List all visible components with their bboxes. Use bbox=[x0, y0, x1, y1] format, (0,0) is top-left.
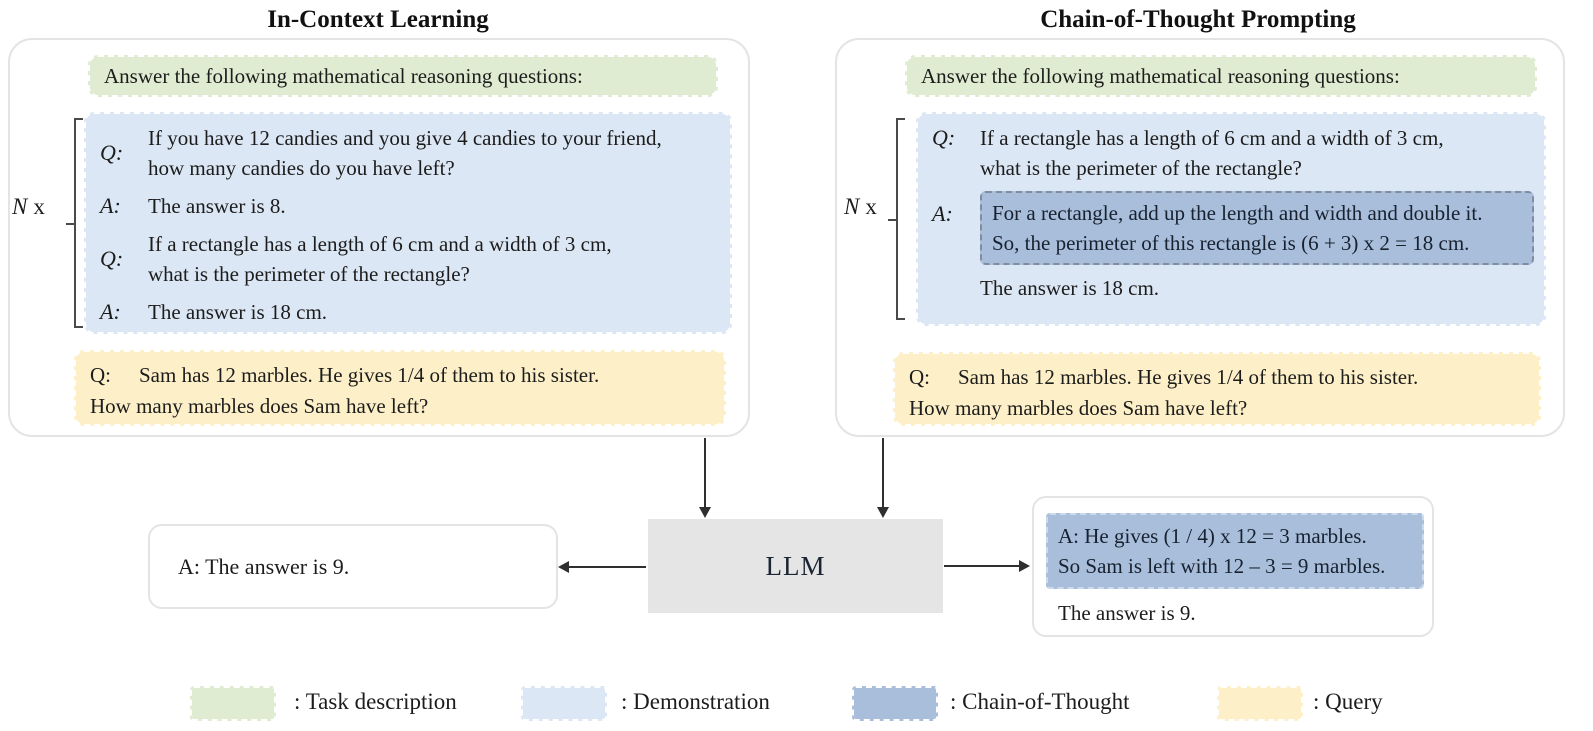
answer-text: The answer is 18 cm. bbox=[148, 300, 328, 324]
cot-task-description-text: Answer the following mathematical reason… bbox=[921, 63, 1400, 88]
cot-output-box: A: He gives (1 / 4) x 12 = 3 marbles. So… bbox=[1032, 496, 1434, 637]
question-label: Q: bbox=[100, 246, 124, 271]
icl-output-text: A: The answer is 9. bbox=[178, 553, 350, 579]
legend-item-query: : Query bbox=[1217, 686, 1437, 722]
query-line1: Sam has 12 marbles. He gives 1/4 of them… bbox=[958, 365, 1419, 389]
icl-task-description-text: Answer the following mathematical reason… bbox=[104, 63, 583, 88]
task-description-swatch bbox=[190, 686, 276, 721]
icl-task-description-box: Answer the following mathematical reason… bbox=[88, 55, 718, 97]
llm-label: LLM bbox=[765, 550, 826, 581]
query-line1: Sam has 12 marbles. He gives 1/4 of them… bbox=[139, 363, 600, 387]
cot-query-box: Q: Sam has 12 marbles. He gives 1/4 of th… bbox=[893, 352, 1541, 426]
query-label: Q: bbox=[909, 365, 930, 389]
icl-repeat-bracket bbox=[66, 118, 83, 328]
icl-query-box: Q: Sam has 12 marbles. He gives 1/4 of th… bbox=[74, 350, 726, 426]
left-panel-title: In-Context Learning bbox=[267, 6, 489, 33]
chain-of-thought-box: For a rectangle, add up the length and w… bbox=[980, 191, 1534, 265]
legend-item-chain-of-thought: : Chain-of-Thought bbox=[852, 686, 1152, 722]
legend-item-task-description: : Task description bbox=[190, 686, 490, 722]
answer-text: The answer is 8. bbox=[148, 194, 286, 218]
query-label: Q: bbox=[90, 363, 111, 387]
qa-pair: Q: If a rectangle has a length of 6 cm a… bbox=[100, 229, 720, 289]
arrow-llm-to-cot-output bbox=[944, 560, 1030, 572]
arrow-left-panel-to-llm bbox=[699, 438, 711, 518]
final-answer-text: The answer is 18 cm. bbox=[980, 276, 1160, 300]
answer-label: A: bbox=[100, 299, 121, 324]
answer-label: A: bbox=[100, 193, 121, 218]
right-panel-title: Chain-of-Thought Prompting bbox=[1040, 6, 1356, 33]
icl-output-box: A: The answer is 9. bbox=[148, 524, 558, 609]
question-label: Q: bbox=[100, 140, 124, 165]
qa-pair: A: The answer is 8. bbox=[100, 191, 720, 221]
cot-demonstration-box: Q: If a rectangle has a length of 6 cm a… bbox=[916, 112, 1546, 326]
qa-pair: Q: If you have 12 candies and you give 4… bbox=[100, 123, 720, 183]
answer-label: A: bbox=[932, 201, 953, 226]
cot-output-reasoning-box: A: He gives (1 / 4) x 12 = 3 marbles. So… bbox=[1046, 513, 1424, 589]
qa-pair: Q: If a rectangle has a length of 6 cm a… bbox=[932, 123, 1534, 183]
query-line2: How many marbles does Sam have left? bbox=[909, 396, 1248, 420]
question-text: If a rectangle has a length of 6 cm and … bbox=[980, 126, 1444, 180]
question-text: If you have 12 candies and you give 4 ca… bbox=[148, 126, 662, 180]
qa-pair: A: The answer is 18 cm. bbox=[100, 297, 720, 327]
query-swatch bbox=[1217, 686, 1303, 721]
cot-task-description-box: Answer the following mathematical reason… bbox=[905, 55, 1537, 97]
question-label: Q: bbox=[932, 125, 956, 150]
arrow-right-panel-to-llm bbox=[877, 438, 889, 518]
query-line2: How many marbles does Sam have left? bbox=[90, 394, 429, 418]
chain-of-thought-swatch bbox=[852, 686, 938, 721]
demonstration-swatch bbox=[521, 686, 607, 721]
cot-repeat-bracket bbox=[888, 118, 905, 320]
arrow-llm-to-icl-output bbox=[558, 561, 646, 573]
legend-item-demonstration: : Demonstration bbox=[521, 686, 801, 722]
llm-box: LLM bbox=[648, 519, 943, 613]
question-text: If a rectangle has a length of 6 cm and … bbox=[148, 232, 612, 286]
icl-demonstration-box: Q: If you have 12 candies and you give 4… bbox=[84, 112, 732, 334]
cot-output-final-answer: The answer is 9. bbox=[1058, 601, 1196, 625]
qa-pair: A: For a rectangle, add up the length an… bbox=[932, 191, 1534, 265]
